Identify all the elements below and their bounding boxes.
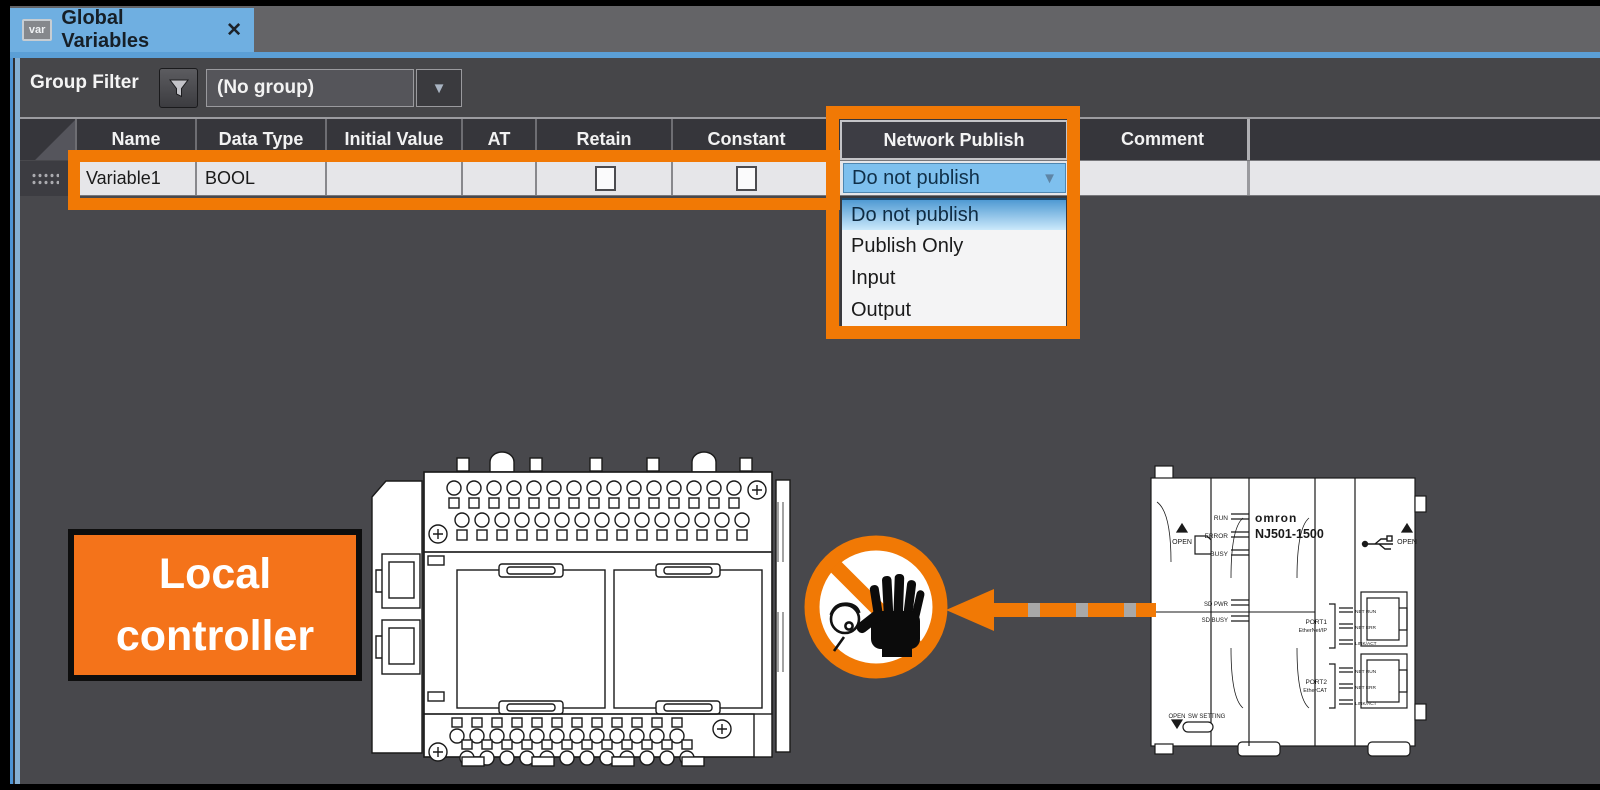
nj-model: NJ501-1500 bbox=[1255, 527, 1324, 541]
var-icon: var bbox=[22, 19, 53, 41]
grid-corner-cell[interactable] bbox=[20, 119, 77, 160]
pane-left-border-gap bbox=[13, 58, 15, 784]
header-retain[interactable]: Retain bbox=[537, 119, 673, 160]
highlight-frame-row bbox=[68, 150, 840, 210]
filter-icon bbox=[168, 79, 189, 98]
filter-button[interactable] bbox=[159, 68, 198, 108]
nj-port2-net-err: NET ERR bbox=[1355, 685, 1377, 691]
nj-led-sd-busy: SD BUSY bbox=[1202, 618, 1228, 624]
header-constant[interactable]: Constant bbox=[707, 129, 786, 149]
active-tab-underline bbox=[10, 52, 1600, 58]
close-icon[interactable]: ✕ bbox=[226, 19, 242, 41]
tab-bar bbox=[10, 6, 1600, 52]
nj-led-run: RUN bbox=[1214, 515, 1228, 522]
nj-port1-net-run: NET RUN bbox=[1355, 609, 1377, 615]
pane-left-border bbox=[10, 58, 13, 784]
highlight-frame-network-publish bbox=[826, 106, 1080, 339]
retain-checkbox[interactable] bbox=[595, 166, 616, 191]
nj-led-error: ERROR bbox=[1205, 533, 1229, 540]
cell-comment[interactable] bbox=[1078, 161, 1250, 195]
local-controller-line1: Local bbox=[158, 550, 272, 598]
cell-name[interactable]: Variable1 bbox=[78, 161, 197, 195]
network-publish-select[interactable]: Do not publish ▼ bbox=[843, 163, 1066, 193]
nj-brand: omron bbox=[1255, 511, 1297, 525]
nj-port1-net-err: NET ERR bbox=[1355, 625, 1377, 631]
nj-led-busy: BUSY bbox=[1210, 551, 1228, 558]
nj-port1-type: EtherNet/IP bbox=[1299, 628, 1328, 634]
header-data-type[interactable]: Data Type bbox=[197, 119, 327, 160]
pane-left-scroll-strip bbox=[15, 58, 20, 784]
network-publish-dropdown: Do not publish Publish Only Input Output bbox=[840, 196, 1068, 328]
cell-initial-value[interactable] bbox=[327, 161, 463, 195]
local-controller-label: Local controller bbox=[68, 529, 362, 681]
local-controller-line2: controller bbox=[115, 612, 315, 660]
left-arrow-icon bbox=[946, 589, 1156, 631]
no-access-icon bbox=[804, 535, 948, 679]
nj-open-bottom-label: OPEN bbox=[1168, 714, 1185, 720]
nj-led-sd-pwr: SD PWR bbox=[1204, 602, 1229, 608]
chevron-down-icon: ▼ bbox=[1042, 169, 1057, 187]
constant-checkbox[interactable] bbox=[736, 166, 757, 191]
option-output[interactable]: Output bbox=[851, 298, 912, 321]
bottom-edge bbox=[0, 784, 1600, 790]
option-input[interactable]: Input bbox=[851, 266, 896, 289]
chevron-down-icon: ▼ bbox=[431, 79, 447, 97]
group-select[interactable]: (No group) bbox=[206, 69, 414, 107]
option-do-not-publish[interactable]: Do not publish bbox=[842, 198, 1066, 230]
nj-controller-drawing: OPEN OPEN RUN ERROR BUSY omron NJ501-150… bbox=[1150, 465, 1427, 757]
nj-open-top-right-label: OPEN bbox=[1397, 539, 1417, 546]
nj-port1-link-act: LINK/ACT bbox=[1355, 641, 1377, 647]
group-select-value: (No group) bbox=[217, 77, 315, 98]
network-publish-value: Do not publish bbox=[852, 166, 980, 189]
nj-port1: PORT1 bbox=[1305, 619, 1327, 626]
cell-at[interactable] bbox=[463, 161, 537, 195]
header-name[interactable]: Name bbox=[77, 119, 197, 160]
local-controller-drawing bbox=[371, 451, 791, 767]
nj-port2-link-act: LINK/ACT bbox=[1355, 701, 1377, 707]
group-filter-label: Group Filter bbox=[30, 72, 139, 93]
grid-header-top-border bbox=[20, 117, 1600, 119]
group-select-arrow-button[interactable]: ▼ bbox=[416, 69, 462, 107]
nj-open-top-label: OPEN bbox=[1172, 539, 1192, 546]
nj-port2-type: EtherCAT bbox=[1303, 688, 1327, 694]
header-initial-value[interactable]: Initial Value bbox=[327, 119, 463, 160]
tab-title: Global Variables bbox=[61, 7, 150, 52]
nj-port2: PORT2 bbox=[1305, 679, 1327, 686]
drag-dots-icon bbox=[31, 172, 59, 185]
header-at[interactable]: AT bbox=[463, 119, 537, 160]
header-network-publish[interactable]: Network Publish bbox=[840, 120, 1068, 160]
nj-port2-net-run: NET RUN bbox=[1355, 669, 1377, 675]
top-edge bbox=[0, 0, 1600, 6]
option-publish-only[interactable]: Publish Only bbox=[851, 234, 964, 257]
cell-data-type[interactable]: BOOL bbox=[197, 161, 327, 195]
cell-retain bbox=[537, 161, 673, 195]
tab-global-variables[interactable]: var Global Variables ✕ bbox=[10, 7, 254, 52]
nj-sw-setting-label: SW SETTING bbox=[1188, 714, 1226, 720]
header-comment[interactable]: Comment bbox=[1078, 119, 1250, 160]
left-edge bbox=[0, 0, 10, 790]
row-handle[interactable] bbox=[20, 161, 77, 196]
